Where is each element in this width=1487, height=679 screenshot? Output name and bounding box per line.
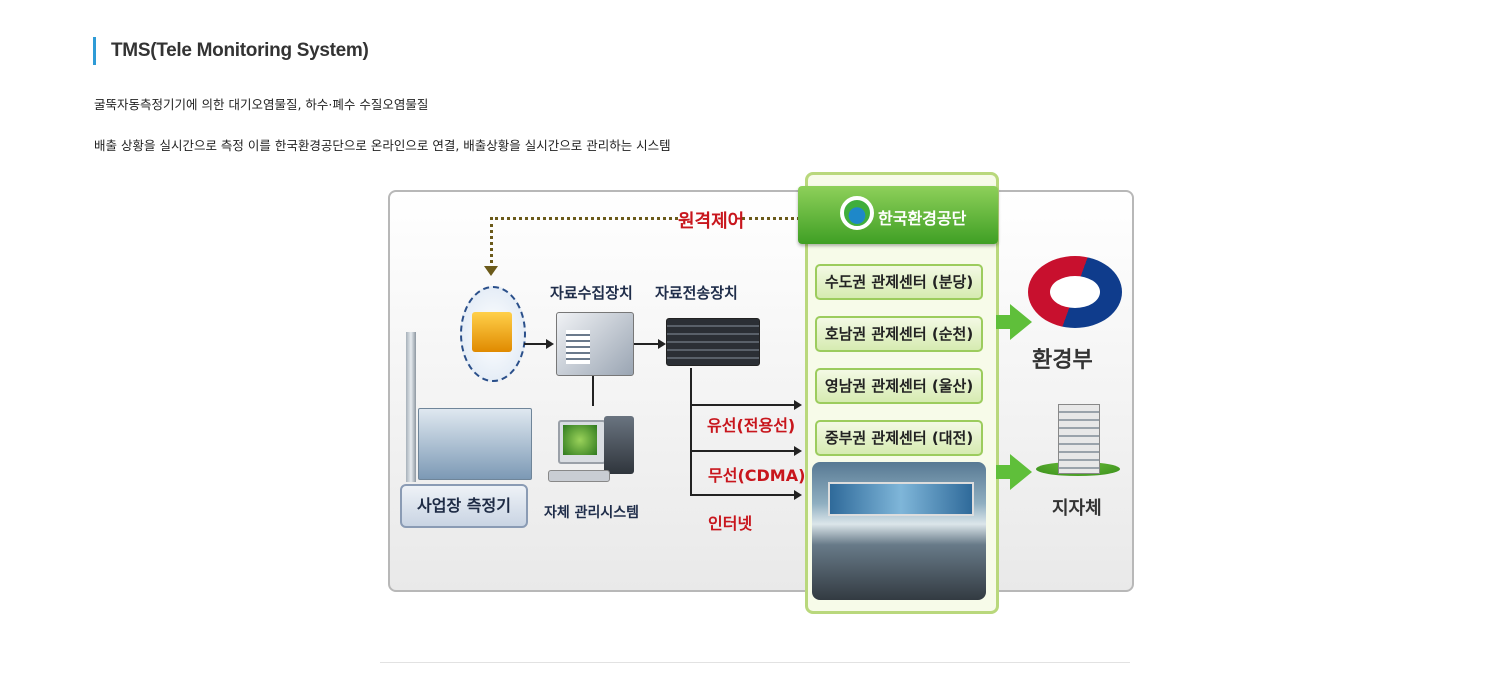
connection-trunk-line [690, 368, 692, 496]
local-gov-label: 지자체 [1052, 498, 1102, 519]
arrow-collector-to-transmitter [634, 343, 660, 345]
building-icon [1058, 404, 1100, 474]
arrow-internet [690, 494, 796, 496]
ministry-label: 환경부 [1032, 348, 1093, 373]
keco-logo-icon [840, 196, 874, 230]
arrow-to-ministry-icon [1010, 304, 1032, 340]
arrowhead-wireless [794, 446, 802, 456]
section-heading: TMS(Tele Monitoring System) [93, 37, 369, 65]
chimney-icon [406, 332, 416, 482]
arrow-to-ministry-shaft [996, 315, 1012, 329]
server-rack-icon [666, 318, 760, 366]
collector-panel-icon [566, 330, 590, 364]
ministry-logo-inner [1050, 276, 1100, 308]
control-center-honam: 호남권 관제센터 (순천) [815, 316, 983, 352]
remote-control-down-line [490, 217, 493, 269]
description-line-1: 굴뚝자동측정기기에 의한 대기오염물질, 하수·폐수 수질오염물질 [94, 97, 429, 112]
analyzer-icon [472, 312, 512, 352]
org-name: 한국환경공단 [878, 209, 967, 228]
pc-tower-icon [604, 416, 634, 474]
control-center-jungbu: 중부권 관제센터 (대전) [815, 420, 983, 456]
arrow-sensor-to-collector [524, 343, 548, 345]
arrowhead-internet [794, 490, 802, 500]
wireless-label: 무선(CDMA) [708, 466, 806, 485]
data-transmitter-label: 자료전송장치 [655, 284, 738, 302]
divider [380, 662, 1130, 663]
self-system-label: 자체 관리시스템 [544, 505, 640, 521]
arrow-collector-to-pc [592, 376, 594, 406]
internet-label: 인터넷 [708, 514, 753, 533]
arrowhead-transmitter [658, 339, 666, 349]
arrow-wireless [690, 450, 796, 452]
description-line-2: 배출 상황을 실시간으로 측정 이를 한국환경공단으로 온라인으로 연결, 배출… [94, 138, 671, 153]
wired-label: 유선(전용선) [707, 416, 796, 435]
diagram-frame [388, 190, 1134, 592]
keyboard-icon [548, 470, 610, 482]
monitor-screen-icon [563, 425, 597, 455]
arrow-wired [690, 404, 796, 406]
arrow-to-local-gov-icon [1010, 454, 1032, 490]
page-title: TMS(Tele Monitoring System) [111, 40, 369, 61]
arrowhead-wired [794, 400, 802, 410]
control-center-sudogwon: 수도권 관제센터 (분당) [815, 264, 983, 300]
video-wall-icon [828, 482, 974, 516]
arrowhead-collector [546, 339, 554, 349]
site-meter-box: 사업장 측정기 [400, 484, 528, 528]
org-header [798, 186, 998, 244]
remote-control-line-right [742, 217, 800, 220]
arrow-to-local-gov-shaft [996, 465, 1012, 479]
factory-icon [418, 408, 532, 480]
remote-control-line [490, 217, 678, 220]
control-center-yeongnam: 영남권 관제센터 (울산) [815, 368, 983, 404]
remote-control-label: 원격제어 [678, 211, 745, 232]
data-collector-label: 자료수집장치 [550, 284, 633, 302]
remote-control-arrowhead [484, 266, 498, 276]
